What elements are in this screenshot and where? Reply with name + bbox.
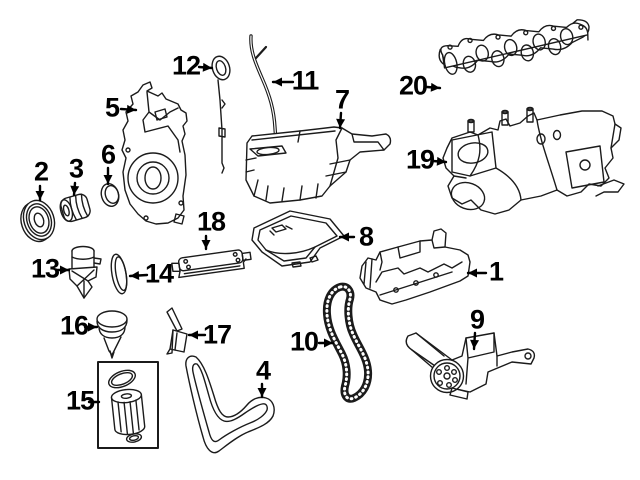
part-9-oil-pump[interactable] <box>406 333 534 399</box>
part-label-17[interactable]: 17 <box>202 319 232 350</box>
part-label-3[interactable]: 3 <box>68 153 84 184</box>
part-18-baffle-plate[interactable] <box>171 248 252 278</box>
part-label-19[interactable]: 19 <box>405 144 435 175</box>
part-label-15[interactable]: 15 <box>65 385 95 416</box>
part-20-manifold-gasket[interactable] <box>437 11 594 80</box>
part-label-4[interactable]: 4 <box>255 355 271 386</box>
part-label-1[interactable]: 1 <box>488 256 504 287</box>
part-label-12[interactable]: 12 <box>171 50 201 81</box>
part-10-timing-chain[interactable] <box>327 287 368 399</box>
part-14-gasket[interactable] <box>109 253 130 295</box>
part-label-20[interactable]: 20 <box>398 70 428 101</box>
part-7-oil-pan-upper[interactable] <box>246 127 391 203</box>
part-1-engine-cover[interactable] <box>360 229 470 304</box>
part-label-11[interactable]: 11 <box>291 65 320 96</box>
part-19-intake-manifold[interactable] <box>443 107 624 214</box>
part-label-10[interactable]: 10 <box>289 326 319 357</box>
part-13-housing[interactable] <box>69 247 101 299</box>
part-label-2[interactable]: 2 <box>33 156 49 187</box>
part-3-hub-sleeve[interactable] <box>58 193 92 224</box>
part-label-18[interactable]: 18 <box>196 206 226 237</box>
part-label-7[interactable]: 7 <box>334 84 350 115</box>
part-label-16[interactable]: 16 <box>59 310 89 341</box>
part-label-9[interactable]: 9 <box>469 304 485 335</box>
part-label-5[interactable]: 5 <box>104 92 120 123</box>
part-label-13[interactable]: 13 <box>30 253 60 284</box>
part-label-6[interactable]: 6 <box>100 139 116 170</box>
part-12-dipstick[interactable] <box>209 54 233 173</box>
callout-arrows <box>35 62 487 402</box>
part-4-chain-guide[interactable] <box>186 356 274 453</box>
part-16-cap[interactable] <box>97 311 127 358</box>
part-15-oil-filter-kit[interactable] <box>98 362 158 448</box>
part-label-14[interactable]: 14 <box>144 258 174 289</box>
part-8-oil-pan-lower[interactable] <box>252 211 344 267</box>
part-6-seal[interactable] <box>99 182 122 209</box>
part-2-pulley[interactable] <box>16 196 60 245</box>
part-17-tensioner-rail[interactable] <box>167 308 187 354</box>
part-label-8[interactable]: 8 <box>358 221 374 252</box>
part-11-dipstick-tube[interactable] <box>251 36 277 156</box>
part-5-timing-cover[interactable] <box>122 82 187 224</box>
